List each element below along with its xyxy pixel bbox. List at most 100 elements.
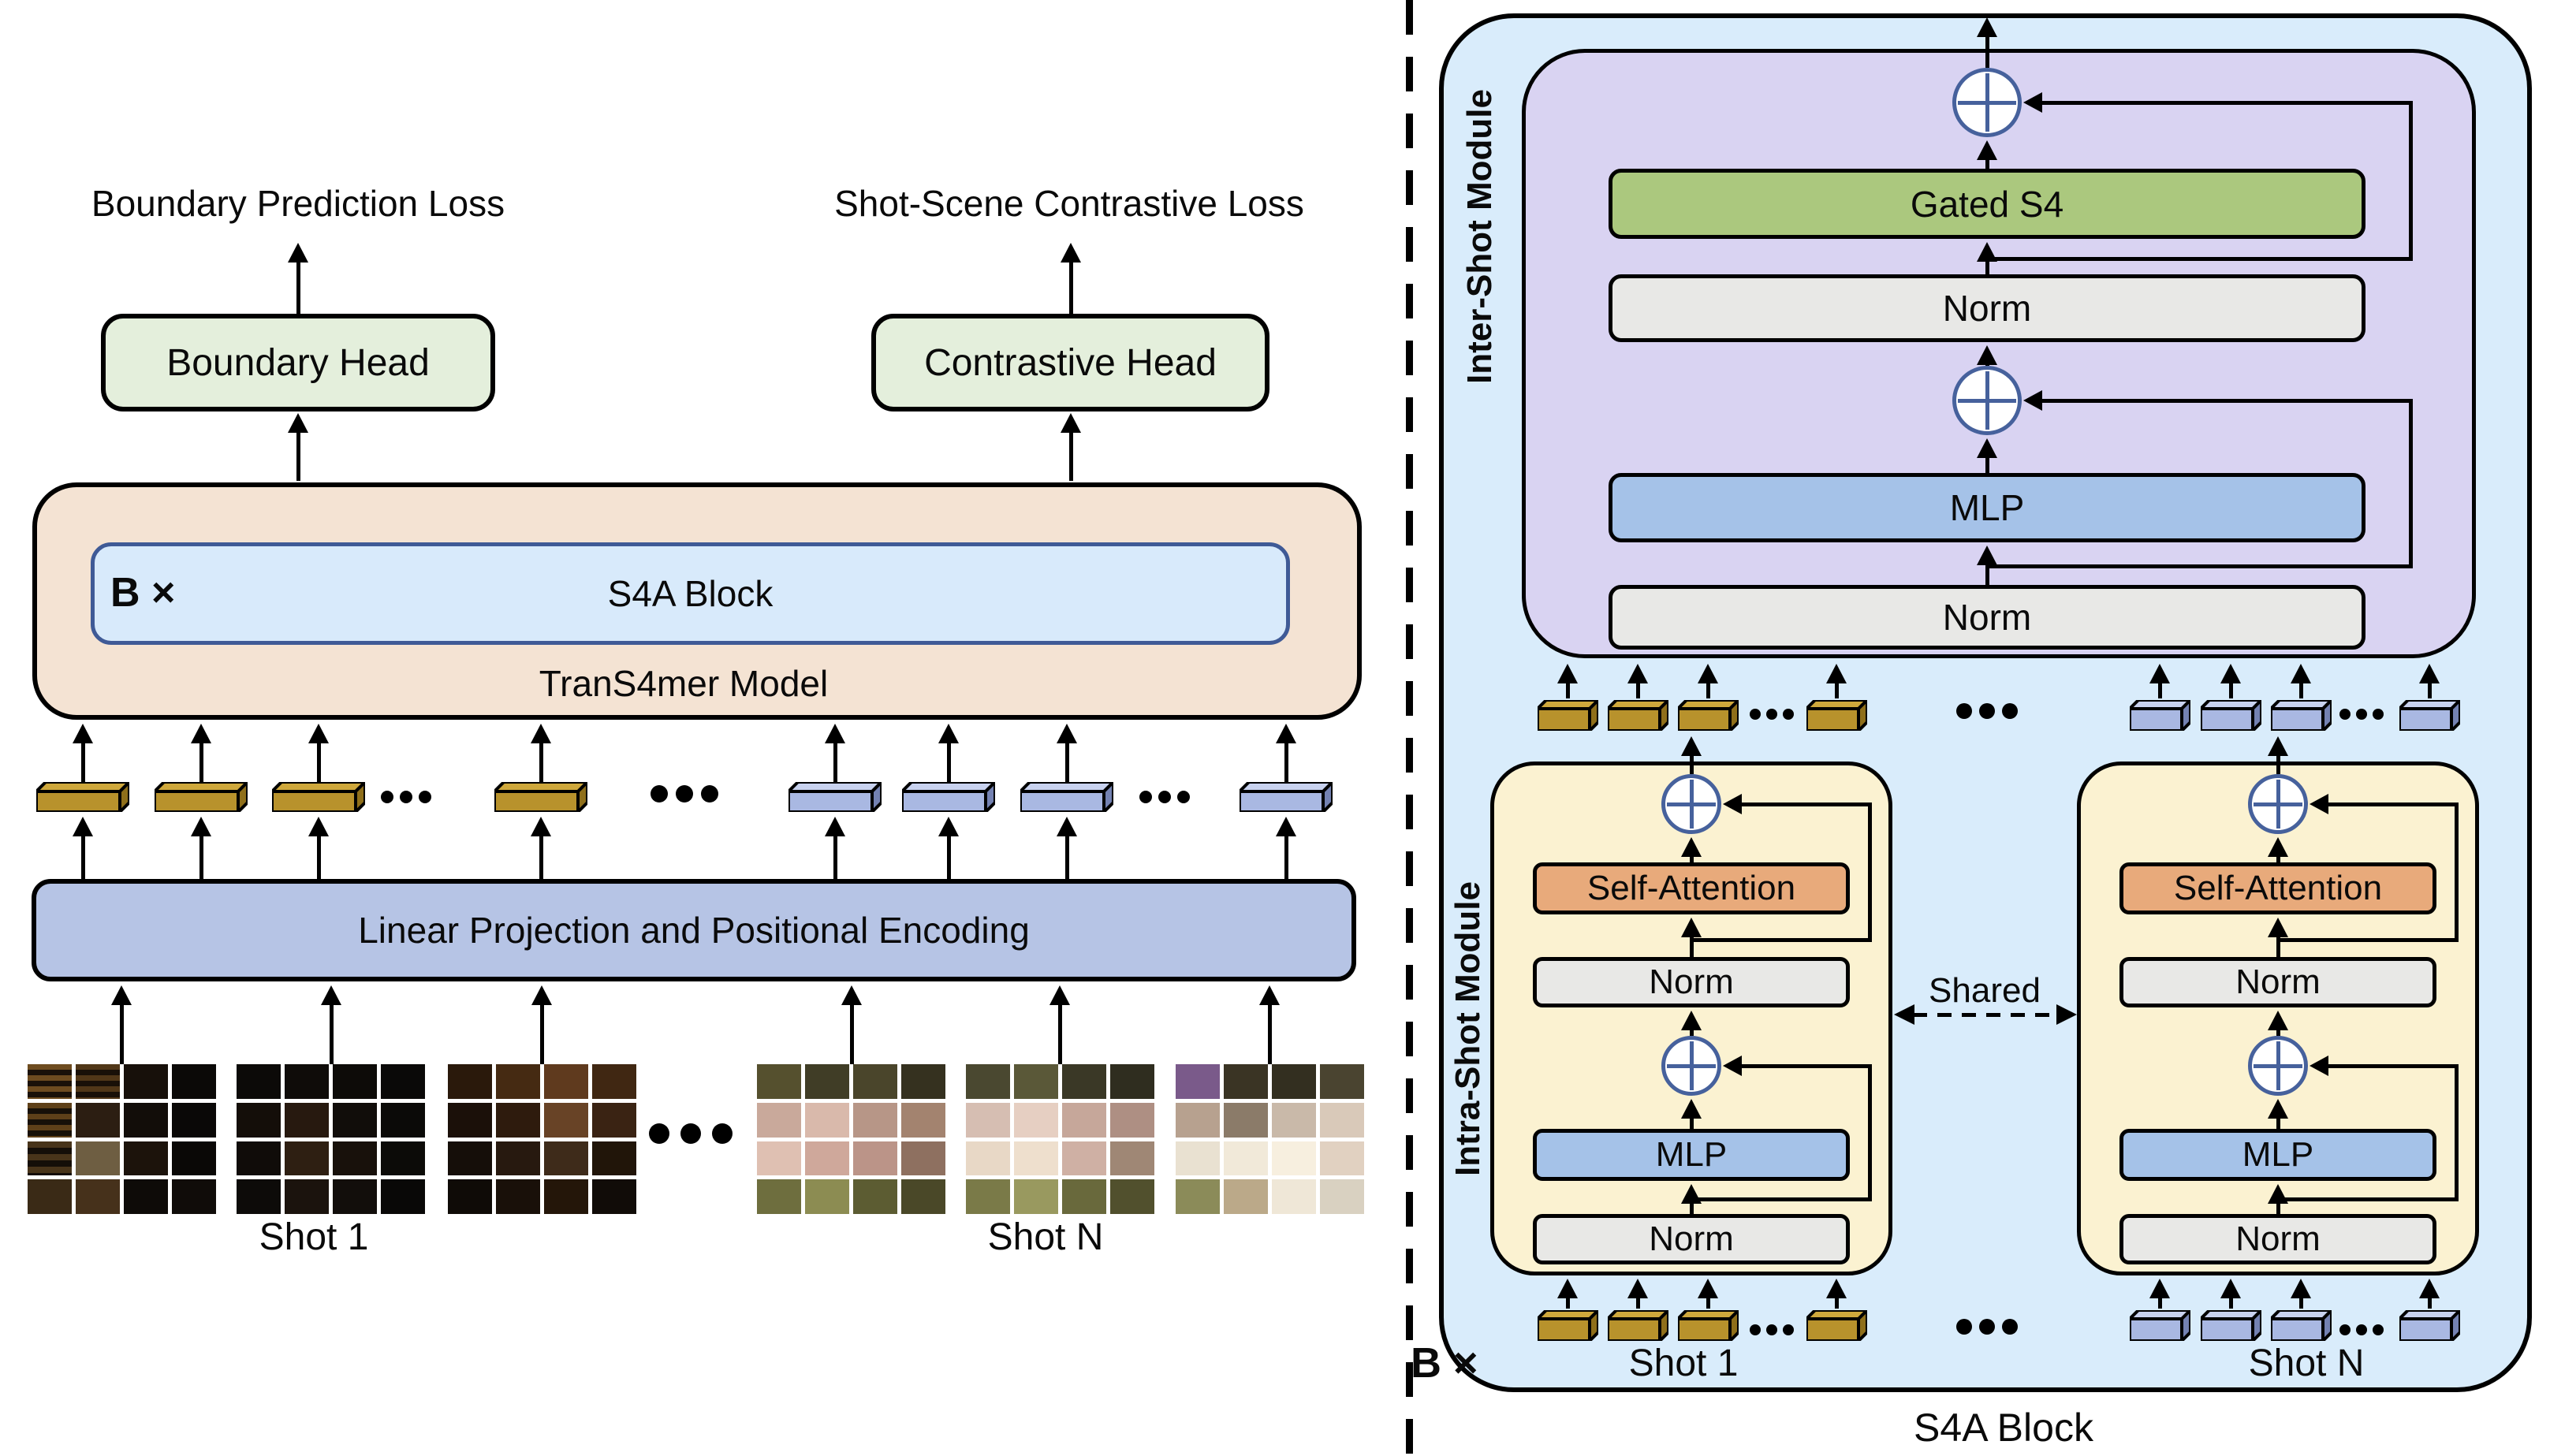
norm-inter-upper-box: Norm xyxy=(1609,274,2365,342)
arrow-line xyxy=(2299,678,2303,698)
mlp-intra-right-box: MLP xyxy=(2119,1129,2436,1181)
ellipsis-icon xyxy=(2339,709,2384,720)
feature-token-blue xyxy=(1019,780,1115,814)
norm-inter-lower-box: Norm xyxy=(1609,585,2365,650)
feature-token-blue xyxy=(2128,698,2192,732)
skip-connection-top xyxy=(1739,802,1872,806)
add-circle-horizontal-bar xyxy=(2253,802,2302,806)
ellipsis-dot xyxy=(1783,709,1794,720)
video-frame-shot1 xyxy=(448,1064,636,1214)
arrow-head xyxy=(1057,817,1077,836)
self-attention-label: Self-Attention xyxy=(1586,869,1796,907)
feature-token-gold xyxy=(493,780,589,814)
ellipsis-dot xyxy=(400,791,412,803)
ellipsis-dot xyxy=(701,785,718,802)
arrow-line xyxy=(2276,1198,2280,1214)
frame-cell xyxy=(333,1141,377,1176)
frame-cell xyxy=(901,1141,945,1176)
linear-projection-box: Linear Projection and Positional Encodin… xyxy=(32,879,1356,981)
arrow-line xyxy=(833,831,837,879)
arrow-line xyxy=(2158,678,2162,698)
ellipsis-dot xyxy=(649,1123,669,1144)
norm-intra-left-upper-box: Norm xyxy=(1533,957,1850,1007)
frame-cell xyxy=(1224,1141,1268,1176)
frame-cell xyxy=(592,1102,636,1138)
arrow-line xyxy=(199,738,203,782)
arrow-head xyxy=(2268,1011,2288,1030)
feature-token-gold xyxy=(1606,1309,1670,1342)
arrow-line xyxy=(1284,738,1288,782)
norm-intra-right-lower-box: Norm xyxy=(2119,1214,2436,1264)
frame-cell xyxy=(1110,1141,1154,1176)
s4a-block-left-label: S4A Block xyxy=(607,573,774,614)
arrow-line xyxy=(1985,155,1989,169)
frame-cell xyxy=(1014,1064,1058,1099)
arrow-head xyxy=(825,724,845,743)
add-circle-icon xyxy=(1661,774,1721,834)
feature-token-gold xyxy=(1676,1309,1740,1342)
norm-label: Norm xyxy=(1942,288,2032,329)
skip-connection-top xyxy=(1739,1064,1872,1068)
arrow-line xyxy=(1985,32,1989,68)
frame-cell xyxy=(1320,1141,1364,1176)
arrow-line xyxy=(1690,932,1694,957)
frame-cell xyxy=(901,1179,945,1214)
arrow-head xyxy=(531,817,551,836)
frame-cell xyxy=(1014,1102,1058,1138)
feature-token-gold xyxy=(1606,698,1670,732)
frame-cell xyxy=(172,1179,216,1214)
frame-cell xyxy=(381,1102,425,1138)
add-circle-horizontal-bar xyxy=(1958,398,2016,403)
arrow-head xyxy=(1977,17,1997,37)
arrow-head xyxy=(1681,1011,1702,1030)
frame-cell xyxy=(757,1179,801,1214)
add-circle-icon xyxy=(1661,1036,1721,1096)
frame-cell xyxy=(1224,1102,1268,1138)
arrow-head xyxy=(1061,243,1081,263)
frame-cell xyxy=(592,1179,636,1214)
frame-cell xyxy=(172,1141,216,1176)
arrow-head xyxy=(1259,985,1280,1005)
ellipsis-dot xyxy=(680,1123,701,1144)
frame-cell xyxy=(853,1064,897,1099)
norm-label: Norm xyxy=(1649,1220,1734,1258)
add-circle-icon xyxy=(2248,1036,2308,1096)
frame-cell xyxy=(496,1179,540,1214)
ellipsis-dot xyxy=(1956,1319,1972,1335)
arrow-head xyxy=(73,817,93,836)
ellipsis-dot xyxy=(1139,791,1152,803)
skip-connection-head xyxy=(1723,794,1742,814)
frame-cell xyxy=(448,1179,492,1214)
ellipsis-dot xyxy=(1979,703,1995,719)
arrow-line xyxy=(2276,750,2280,774)
ellipsis-dot xyxy=(2373,709,2384,720)
intra-shot-module-label: Intra-Shot Module xyxy=(1448,881,1487,1176)
arrow-head xyxy=(2291,1279,2311,1298)
arrow-line xyxy=(1069,257,1073,314)
frame-cell xyxy=(1176,1064,1220,1099)
boundary-prediction-loss-label: Boundary Prediction Loss xyxy=(91,183,505,224)
s4a-block-bottom-label: S4A Block xyxy=(1914,1406,2093,1450)
ellipsis-icon xyxy=(649,1123,733,1144)
ellipsis-dot xyxy=(1956,703,1972,719)
video-frame-shot1 xyxy=(28,1064,216,1214)
arrow-line xyxy=(2158,1293,2162,1309)
feature-token-blue xyxy=(787,780,883,814)
frame-cell xyxy=(1224,1179,1268,1214)
frame-cell xyxy=(496,1141,540,1176)
frame-cell xyxy=(1062,1064,1106,1099)
frame-cell xyxy=(28,1102,72,1138)
ellipsis-dot xyxy=(2002,703,2018,719)
arrow-line xyxy=(1985,256,1989,274)
feature-token-blue xyxy=(2398,698,2462,732)
mlp-label: MLP xyxy=(1655,1135,1728,1174)
arrow-line xyxy=(1690,1113,1694,1129)
frame-cell xyxy=(381,1141,425,1176)
frame-cell xyxy=(28,1141,72,1176)
skip-connection-head xyxy=(2310,1056,2328,1076)
ellipsis-icon xyxy=(1750,1324,1794,1335)
frame-cell xyxy=(124,1141,168,1176)
shot-n-left-label: Shot N xyxy=(987,1216,1104,1258)
frame-cell xyxy=(544,1102,588,1138)
norm-intra-right-upper-box: Norm xyxy=(2119,957,2436,1007)
